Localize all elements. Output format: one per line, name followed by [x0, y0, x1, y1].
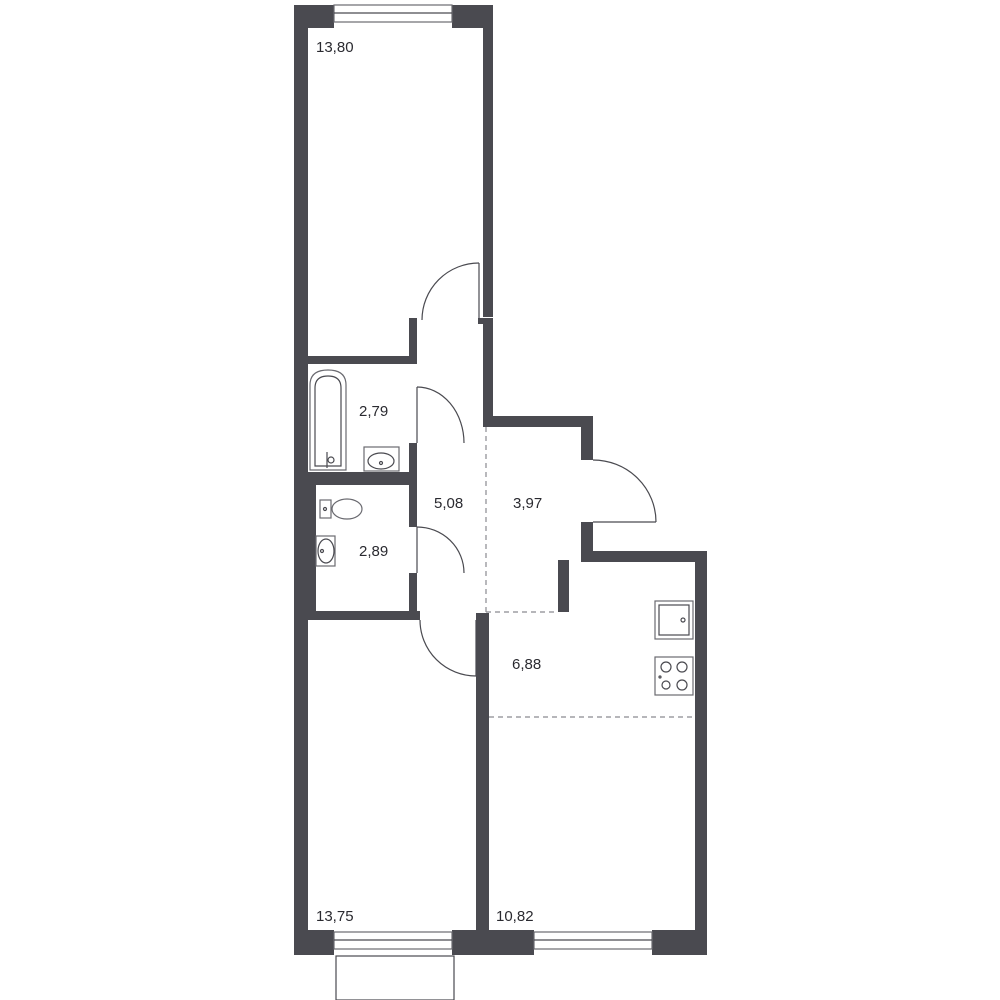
- doors: [416, 262, 657, 677]
- toilet-icon: [319, 498, 363, 520]
- door-bathroom: [416, 386, 465, 444]
- washbasin-icon: [315, 535, 336, 567]
- door-entrance: [592, 459, 657, 523]
- area-kitchen: 6,88: [512, 656, 541, 673]
- bathtub-icon: [309, 369, 347, 471]
- room-labels: 13,80 2,79 2,89 5,08 3,97 6,88 13,75 10,…: [316, 39, 542, 925]
- balcony: [335, 955, 455, 1000]
- area-living-room: 10,82: [496, 908, 534, 925]
- sink-icon: [363, 446, 400, 472]
- door-top-bedroom: [421, 262, 480, 321]
- area-toilet: 2,89: [359, 543, 388, 560]
- kitchen-sink-icon: [654, 600, 694, 640]
- zone-separators: [485, 427, 695, 718]
- windows: [333, 4, 653, 1000]
- area-bedroom-bottom: 13,75: [316, 908, 354, 925]
- stove-icon: [654, 656, 694, 696]
- area-bedroom-top: 13,80: [316, 39, 354, 56]
- door-toilet: [416, 526, 465, 574]
- outer-walls: [294, 5, 707, 955]
- area-corridor: 3,97: [513, 495, 542, 512]
- area-hallway: 5,08: [434, 495, 463, 512]
- door-bottom-bedroom: [419, 619, 477, 677]
- interior-walls: [308, 318, 569, 955]
- area-bathroom: 2,79: [359, 403, 388, 420]
